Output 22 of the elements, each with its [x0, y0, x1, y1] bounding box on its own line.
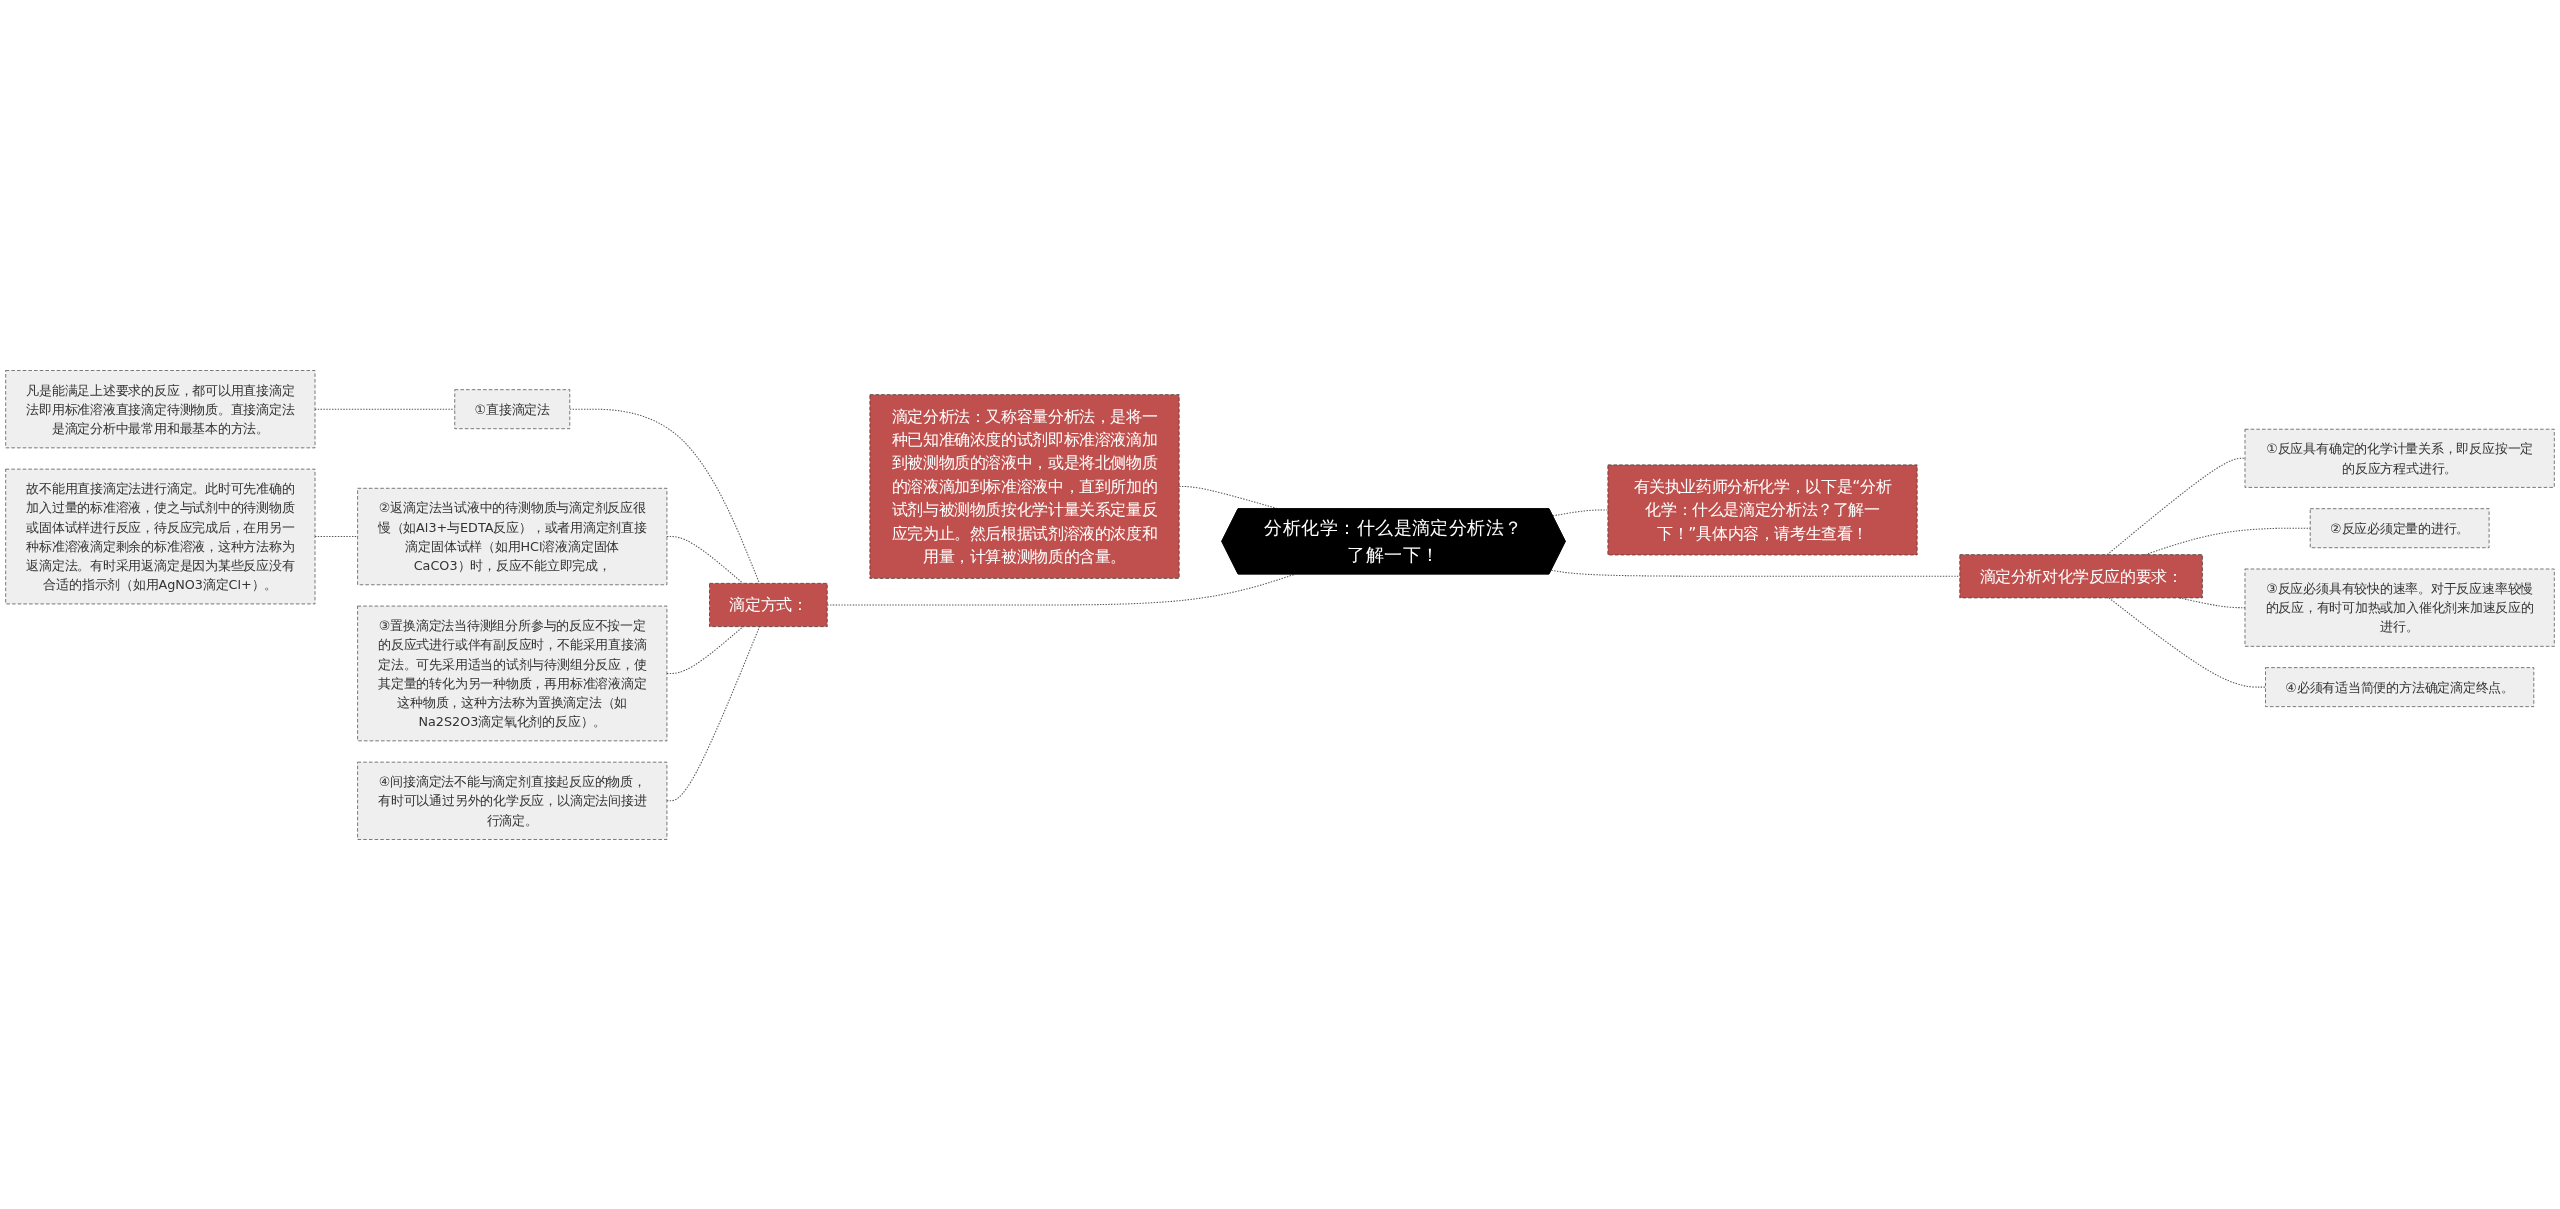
node-box: ①直接滴定法	[454, 388, 571, 429]
node-box: 故不能用直接滴定法进行滴定。此时可先准确的加入过量的标准溶液，使之与试剂中的待测物质或固体试样进行反应，待反应完成后，在用另一种标准溶液滴定剩余的标准溶液，这种方法称为返滴定法。有时采用返滴定是因为某些反应没有合适的指示剂（如用AgNO3滴定Cl+）。	[5, 468, 316, 604]
node-box: 有关执业药师分析化学，以下是“分析化学：什么是滴定分析法？了解一下！”具体内容，请考生查看！	[1607, 464, 1918, 555]
node-box: ③置换滴定法当待测组分所参与的反应不按一定的反应式进行或伴有副反应时，不能采用直接滴定法。可先采用适当的试剂与待测组分反应，使其定量的转化为另一种物质，再用标准溶液滴定这种物质，这种方法称为置换滴定法（如Na2S2O3滴定氧化剂的反应）。	[357, 605, 668, 741]
node-box: ③反应必须具有较快的速率。对于反应速率较慢的反应，有时可加热或加入催化剂来加速反应的进行。	[2244, 568, 2555, 647]
connector	[314, 535, 359, 537]
connector	[2106, 457, 2246, 555]
node-box: 滴定分析对化学反应的要求：	[1959, 553, 2203, 598]
node-box: ④间接滴定法不能与滴定剂直接起反应的物质，有时可以通过另外的化学反应，以滴定法间接进行滴定。	[357, 761, 668, 840]
node-box: ②返滴定法当试液中的待测物质与滴定剂反应很慢（如Al3+与EDTA反应），或者用滴定剂直接滴定固体试样（如用HCl溶液滴定固体CaCO3）时，反应不能立即完成，	[357, 487, 668, 585]
node-box: 滴定分析法：又称容量分析法，是将一种已知准确浓度的试剂即标准溶液滴加到被测物质的溶液中，或是将北侧物质的溶液滴加到标准溶液中，直到所加的试剂与被测物质按化学计量关系定量反应完为止。然后根据试剂溶液的浓度和用量，计算被测物质的含量。	[869, 393, 1180, 579]
node-box: ④必须有适当简便的方法确定滴定终点。	[2265, 666, 2535, 707]
node-box: ②反应必须定量的进行。	[2309, 507, 2490, 548]
connector	[569, 408, 761, 584]
node-box: 滴定方式：	[709, 582, 828, 627]
connector	[666, 535, 744, 584]
connector	[1550, 569, 1961, 577]
node-box: 凡是能满足上述要求的反应，都可以用直接滴定法即用标准溶液直接滴定待测物质。直接滴定法是滴定分析中最常用和最基本的方法。	[5, 369, 316, 448]
connector	[666, 625, 761, 801]
node-box: ①反应具有确定的化学计量关系，即反应按一定的反应方程式进行。	[2244, 428, 2555, 488]
connector	[314, 408, 456, 410]
connector	[666, 625, 744, 674]
